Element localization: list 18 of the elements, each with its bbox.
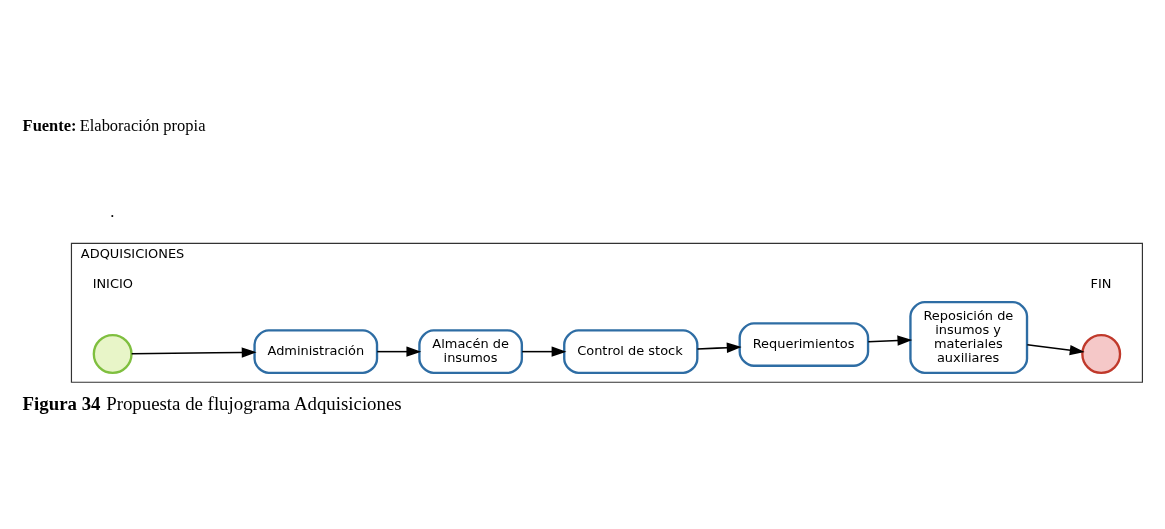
node-box: Requerimientos: [738, 322, 870, 367]
node-box: Almacén de insumos: [418, 329, 524, 374]
arrow: [696, 342, 742, 353]
label: .: [110, 202, 115, 222]
arrow: [867, 335, 913, 346]
node-circle: [1081, 333, 1122, 374]
node-box: Reposición de insumos y materiales auxiliares: [909, 301, 1029, 374]
node-box: Administración: [253, 329, 379, 374]
arrow: [1026, 344, 1085, 356]
node-label: INICIO: [92, 275, 133, 291]
label: Fuente: Elaboración propia: [22, 116, 206, 136]
node-box: Control de stock: [563, 329, 699, 374]
node-label: FIN: [1090, 275, 1112, 291]
arrow: [521, 346, 567, 357]
caption: Figura 34 Propuesta de flujograma Adquisiciones: [22, 393, 402, 415]
arrow: [130, 347, 257, 358]
arrow: [376, 346, 422, 357]
node-circle: [92, 333, 133, 374]
